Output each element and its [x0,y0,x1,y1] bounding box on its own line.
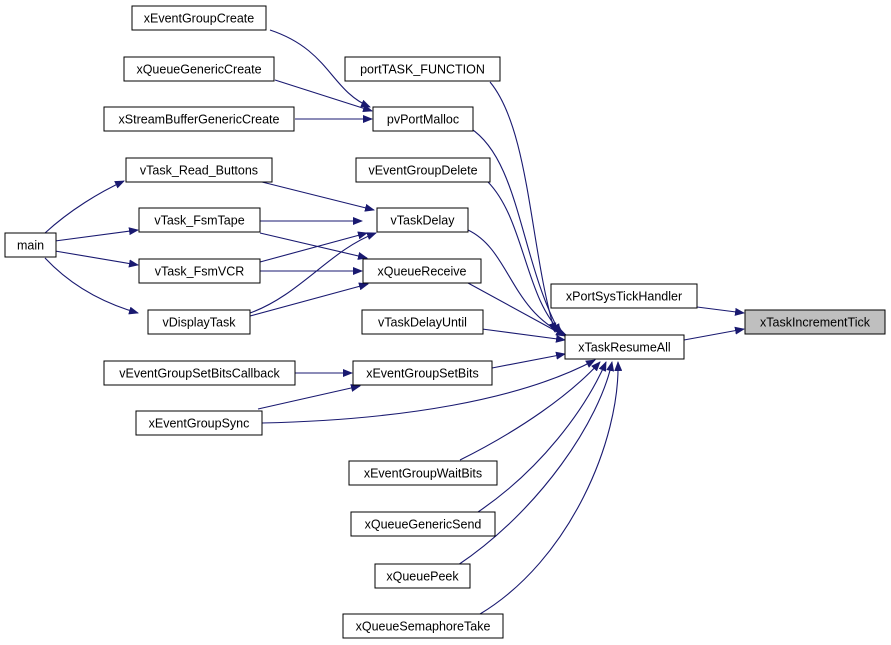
node-label: xPortSysTickHandler [566,290,682,304]
node-veventgroupsetbitscallback[interactable]: vEventGroupSetBitsCallback [103,360,296,386]
edge-porttaskfunction-xtaskresumeall [489,81,557,333]
node-xqueuegenericcreate[interactable]: xQueueGenericCreate [123,56,275,82]
node-xqueuereceive[interactable]: xQueueReceive [362,258,482,284]
node-main[interactable]: main [4,232,57,258]
node-xqueuepeek[interactable]: xQueuePeek [374,563,471,589]
node-xeventgroupwaitbits[interactable]: xEventGroupWaitBits [348,460,498,486]
node-vtaskdelayuntil[interactable]: vTaskDelayUntil [361,309,484,335]
node-label: vTaskDelayUntil [378,316,467,330]
node-label: xEventGroupCreate [144,12,255,26]
node-label: xQueueSemaphoreTake [356,620,491,634]
node-label: xEventGroupSetBits [366,367,479,381]
edge-xeventgroupsetbits-xtaskresumeall [491,351,566,369]
node-xqueuesemaphoretake[interactable]: xQueueSemaphoreTake [342,613,504,639]
node-label: vTask_FsmTape [154,214,244,228]
edge-xqueuereceive-xtaskresumeall [467,282,566,337]
edge-xtaskresumeall-xtaskincrementtick [683,326,745,341]
edge-xqueuegenericcreate-pvportmalloc [274,79,373,113]
node-label: vEventGroupDelete [368,164,477,178]
edge-xqueuegenericsend-xtaskresumeall [477,361,607,513]
edge-vtaskdelayuntil-xtaskresumeall [481,328,566,343]
edge-main-vtask-read-buttons [44,180,125,234]
node-xportsystickhandler[interactable]: xPortSysTickHandler [550,283,698,309]
edge-fsmvcr-vtaskdelay [259,231,368,263]
node-vtask-fsmvcr[interactable]: vTask_FsmVCR [138,258,261,284]
node-label: portTASK_FUNCTION [360,63,485,77]
node-label: xQueueGenericCreate [136,63,261,77]
edge-xeventgroupsync-xeventgroupsetbits [257,384,361,410]
node-pvportmalloc[interactable]: pvPortMalloc [372,106,474,132]
edge-pvportmalloc-xtaskresumeall [469,127,561,334]
edge-xportsystickhandler-xtaskincrementtick [696,306,745,316]
node-xtaskincrementtick[interactable]: xTaskIncrementTick [744,309,886,335]
node-vdisplaytask[interactable]: vDisplayTask [147,309,251,335]
node-xeventgroupsync[interactable]: xEventGroupSync [135,410,263,436]
node-label: xEventGroupSync [149,417,250,431]
node-porttask-function[interactable]: portTASK_FUNCTION [344,56,501,82]
edge-xqueuesemaphoretake-xtaskresumeall [479,361,623,615]
node-vtask-read-buttons[interactable]: vTask_Read_Buttons [125,157,273,183]
node-xeventgroupsetbits[interactable]: xEventGroupSetBits [352,360,493,386]
node-label: vTask_FsmVCR [155,265,245,279]
edge-veventgroupdelete-xtaskresumeall [487,181,564,335]
node-label: vEventGroupSetBitsCallback [119,367,280,381]
node-xtaskresumeall[interactable]: xTaskResumeAll [564,334,685,360]
node-label: xEventGroupWaitBits [364,467,482,481]
node-vtask-fsmtape[interactable]: vTask_FsmTape [138,207,261,233]
edge-fsmtape-xqueuereceive [259,232,368,260]
node-xstreambuffergenericcreate[interactable]: xStreamBufferGenericCreate [103,106,295,132]
node-xqueuegenericsend[interactable]: xQueueGenericSend [350,511,496,537]
edge-displaytask-vtaskdelay [249,232,377,314]
node-veventgroupdelete[interactable]: vEventGroupDelete [355,157,491,183]
node-vtaskdelay[interactable]: vTaskDelay [376,207,469,233]
edges [44,29,745,615]
node-label: pvPortMalloc [387,113,459,127]
node-label: vDisplayTask [163,316,237,330]
node-label: xTaskResumeAll [578,341,670,355]
node-label: vTask_Read_Buttons [140,164,258,178]
edge-read-buttons-vtaskdelay [257,180,375,212]
edge-xqueuepeek-xtaskresumeall [457,361,615,566]
node-label: xQueuePeek [386,570,459,584]
edge-main-vtask-fsmtape [54,227,139,242]
node-label: main [17,239,44,253]
edge-xeventgroupsync-xtaskresumeall [261,359,596,424]
edge-displaytask-xqueuereceive [249,282,369,317]
edge-vtaskdelay-xtaskresumeall [467,229,567,336]
node-label: xTaskIncrementTick [760,316,871,330]
node-label: vTaskDelay [391,214,456,228]
edge-xeventgroupcreate-pvportmalloc [269,29,371,108]
edge-main-vtask-fsmvcr [54,250,139,268]
node-label: xStreamBufferGenericCreate [119,113,280,127]
edge-xeventgroupwaitbits-xtaskresumeall [459,361,601,461]
node-xeventgroupcreate[interactable]: xEventGroupCreate [131,5,267,31]
node-label: xQueueGenericSend [365,518,482,532]
edge-main-vdisplaytask [44,257,139,315]
node-label: xQueueReceive [378,265,467,279]
